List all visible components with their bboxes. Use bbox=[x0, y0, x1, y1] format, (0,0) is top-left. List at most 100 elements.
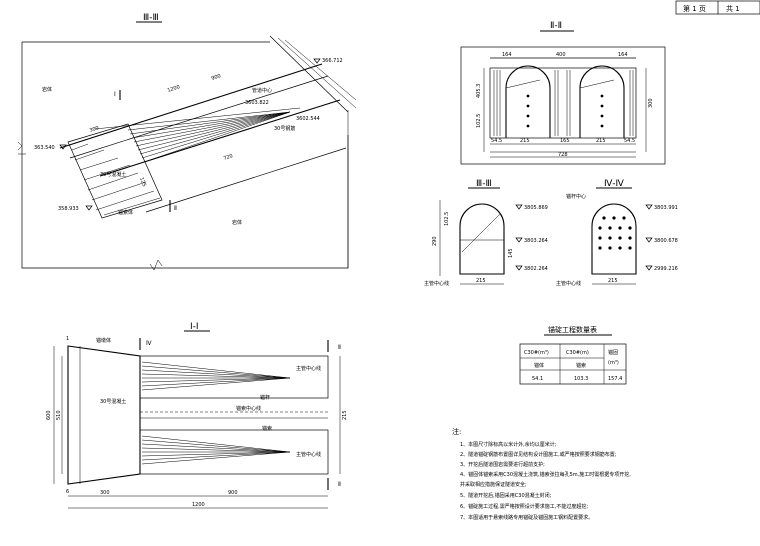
view-top-left-title: Ⅲ-Ⅲ bbox=[143, 13, 159, 23]
tag-top: 主管中心线 bbox=[296, 365, 321, 372]
th-0: C30#(m³) bbox=[524, 350, 549, 356]
sec-II-bottom: Ⅱ bbox=[338, 481, 341, 488]
tag-guan: 管道中心 bbox=[252, 87, 272, 94]
d102: 102.5 bbox=[476, 114, 482, 128]
elev-left: 363.540 bbox=[34, 145, 55, 151]
td-2: 157.4 bbox=[608, 376, 622, 382]
dim-125: 125 bbox=[138, 177, 147, 188]
anchor-grid bbox=[598, 216, 632, 250]
th-1: C30#(m) bbox=[566, 350, 589, 356]
anchor-fan-upper bbox=[141, 361, 291, 391]
note-5: 5、隧道开挖后,锚固采用C30混凝土封闭; bbox=[460, 492, 552, 499]
d215a: 215 bbox=[520, 138, 530, 144]
table-title: 锚碇工程数量表 bbox=[548, 325, 597, 334]
abutment-block bbox=[67, 345, 141, 485]
note-1: 1、本图尺寸除标高以米计外,余均以厘米计; bbox=[460, 441, 557, 448]
view-top-right-title: Ⅱ-Ⅱ bbox=[550, 21, 562, 31]
td-0: 54.1 bbox=[532, 376, 543, 382]
sec-II-top: Ⅱ bbox=[338, 344, 341, 351]
III-elev1: 3805.869 bbox=[524, 205, 548, 211]
view-IV-title: Ⅳ-Ⅳ bbox=[604, 179, 625, 189]
IV-d215: 215 bbox=[608, 278, 618, 284]
III-elev3: 3802.264 bbox=[524, 266, 548, 272]
tag-concrete: 30号混凝土 bbox=[100, 171, 126, 178]
th-sub-1: 锚索 bbox=[576, 362, 586, 369]
n6: 6 bbox=[66, 489, 69, 495]
IV-elev2: 3800.678 bbox=[654, 238, 678, 244]
d510: 510 bbox=[56, 410, 62, 420]
IV-tag: 主管中心线 bbox=[556, 280, 581, 287]
IV-tag-top: 锚杆中心 bbox=[566, 193, 586, 200]
quantity-table: 锚碇工程数量表 C30#(m³) C30#(m) 锚固 锚体 锚索 (m³) 5… bbox=[519, 325, 627, 385]
note-3: 3、开挖后隧道围岩需要进行超前支护; bbox=[460, 461, 545, 468]
III-tag-right: 145 bbox=[508, 248, 514, 258]
d4053: 405.3 bbox=[476, 84, 482, 98]
tag-anchor-a: 锚杆 bbox=[260, 394, 270, 401]
d300: 300 bbox=[100, 490, 110, 496]
arch-left bbox=[505, 65, 551, 138]
dim-300: 300 bbox=[89, 125, 100, 134]
tag-rock-left: 岩体 bbox=[42, 86, 52, 93]
anchor-dots bbox=[526, 94, 604, 128]
title-block: 第 1 页 共 1 bbox=[675, 0, 760, 15]
tag-anchor-b: 锚索 bbox=[262, 425, 272, 432]
d1200: 1200 bbox=[192, 502, 205, 508]
view-bottom-left: Ⅰ-Ⅰ 30号混凝土 锚墩体 1 6 bbox=[46, 322, 348, 509]
sec-II-mark: Ⅱ bbox=[174, 205, 177, 212]
rebar-columns bbox=[493, 70, 634, 136]
dim-720: 720 bbox=[223, 153, 234, 162]
III-d290: 290 bbox=[432, 236, 438, 246]
note-4b: 并采取相应措施保证隧道安全; bbox=[460, 481, 527, 488]
elev-top: 366.712 bbox=[322, 58, 343, 64]
sheet-label: 第 1 页 bbox=[683, 4, 706, 13]
tag-rock-right: 岩体 bbox=[232, 219, 242, 226]
tag-slope: 锚索体 bbox=[118, 209, 133, 216]
elev-mid: 3603.822 bbox=[245, 100, 269, 106]
view-bottom-left-title: Ⅰ-Ⅰ bbox=[190, 322, 199, 332]
d728: 728 bbox=[558, 152, 568, 158]
III-d2: 102.5 bbox=[444, 212, 450, 226]
d215b: 215 bbox=[596, 138, 606, 144]
d900: 900 bbox=[228, 490, 238, 496]
sec-IV: Ⅳ bbox=[146, 340, 152, 347]
dim-900: 900 bbox=[211, 73, 222, 82]
notes-heading: 注: bbox=[452, 427, 461, 436]
III-elev2: 3803.264 bbox=[524, 238, 548, 244]
view-III: Ⅲ-Ⅲ 290 102.5 3805.869 3803.264 3802.264… bbox=[424, 179, 548, 287]
d400: 400 bbox=[556, 52, 566, 58]
d545b: 54.5 bbox=[624, 138, 635, 144]
note-4: 4、锚固体锚索采用C30混凝土浇筑,锚索张拉每孔5m,施工时需根据专项开挖, bbox=[460, 471, 631, 478]
note-7: 7、本图适用于悬索线路专用锚碇及锚固施工钢料配置要求。 bbox=[460, 514, 593, 521]
dim-1200: 1200 bbox=[167, 84, 181, 94]
III-tag: 主管中心线 bbox=[424, 280, 449, 287]
elev-right: 3602.544 bbox=[296, 116, 320, 122]
notes: 注: 1、本图尺寸除标高以米计外,余均以厘米计; 2、隧道锚碇钢筋布置图详见结构… bbox=[452, 427, 631, 521]
tag-front: 锚墩体 bbox=[96, 337, 111, 344]
view-top-right: Ⅱ-Ⅱ bbox=[460, 21, 666, 165]
d300: 300 bbox=[648, 98, 654, 108]
n1: 1 bbox=[66, 336, 69, 342]
th-2: 锚固 bbox=[608, 349, 618, 356]
tag-bottom: 主管中心线 bbox=[296, 451, 321, 458]
view-top-left: Ⅲ-Ⅲ bbox=[17, 13, 357, 271]
section-IV-shape bbox=[591, 203, 637, 275]
elev-bottom: 358.933 bbox=[58, 206, 79, 212]
arch-right bbox=[579, 65, 625, 138]
th-sub-0: 锚体 bbox=[534, 362, 544, 369]
d215: 215 bbox=[342, 410, 348, 420]
view-III-title: Ⅲ-Ⅲ bbox=[476, 179, 492, 189]
view-IV: Ⅳ-Ⅳ 锚杆中心 3803.991 3800.678 2999.216 215 … bbox=[556, 179, 678, 287]
IV-elev1: 3803.991 bbox=[654, 205, 678, 211]
tag-mid: 锚索中心线 bbox=[236, 405, 261, 412]
td-1: 103.3 bbox=[574, 376, 588, 382]
section-frame bbox=[460, 46, 666, 165]
d165: 165 bbox=[560, 138, 570, 144]
III-d215: 215 bbox=[476, 278, 486, 284]
th-sub-2: (m³) bbox=[608, 360, 619, 366]
d164b: 164 bbox=[618, 52, 628, 58]
d600: 600 bbox=[46, 410, 52, 420]
note-2: 2、隧道锚碇钢筋布置图详见结构设计图施工,或严格按照要求钢筋布置; bbox=[460, 451, 617, 458]
sec-I-mark: Ⅰ bbox=[114, 91, 116, 98]
d545a: 54.5 bbox=[491, 138, 502, 144]
tag-anchor: 30号钢筋 bbox=[274, 125, 295, 132]
